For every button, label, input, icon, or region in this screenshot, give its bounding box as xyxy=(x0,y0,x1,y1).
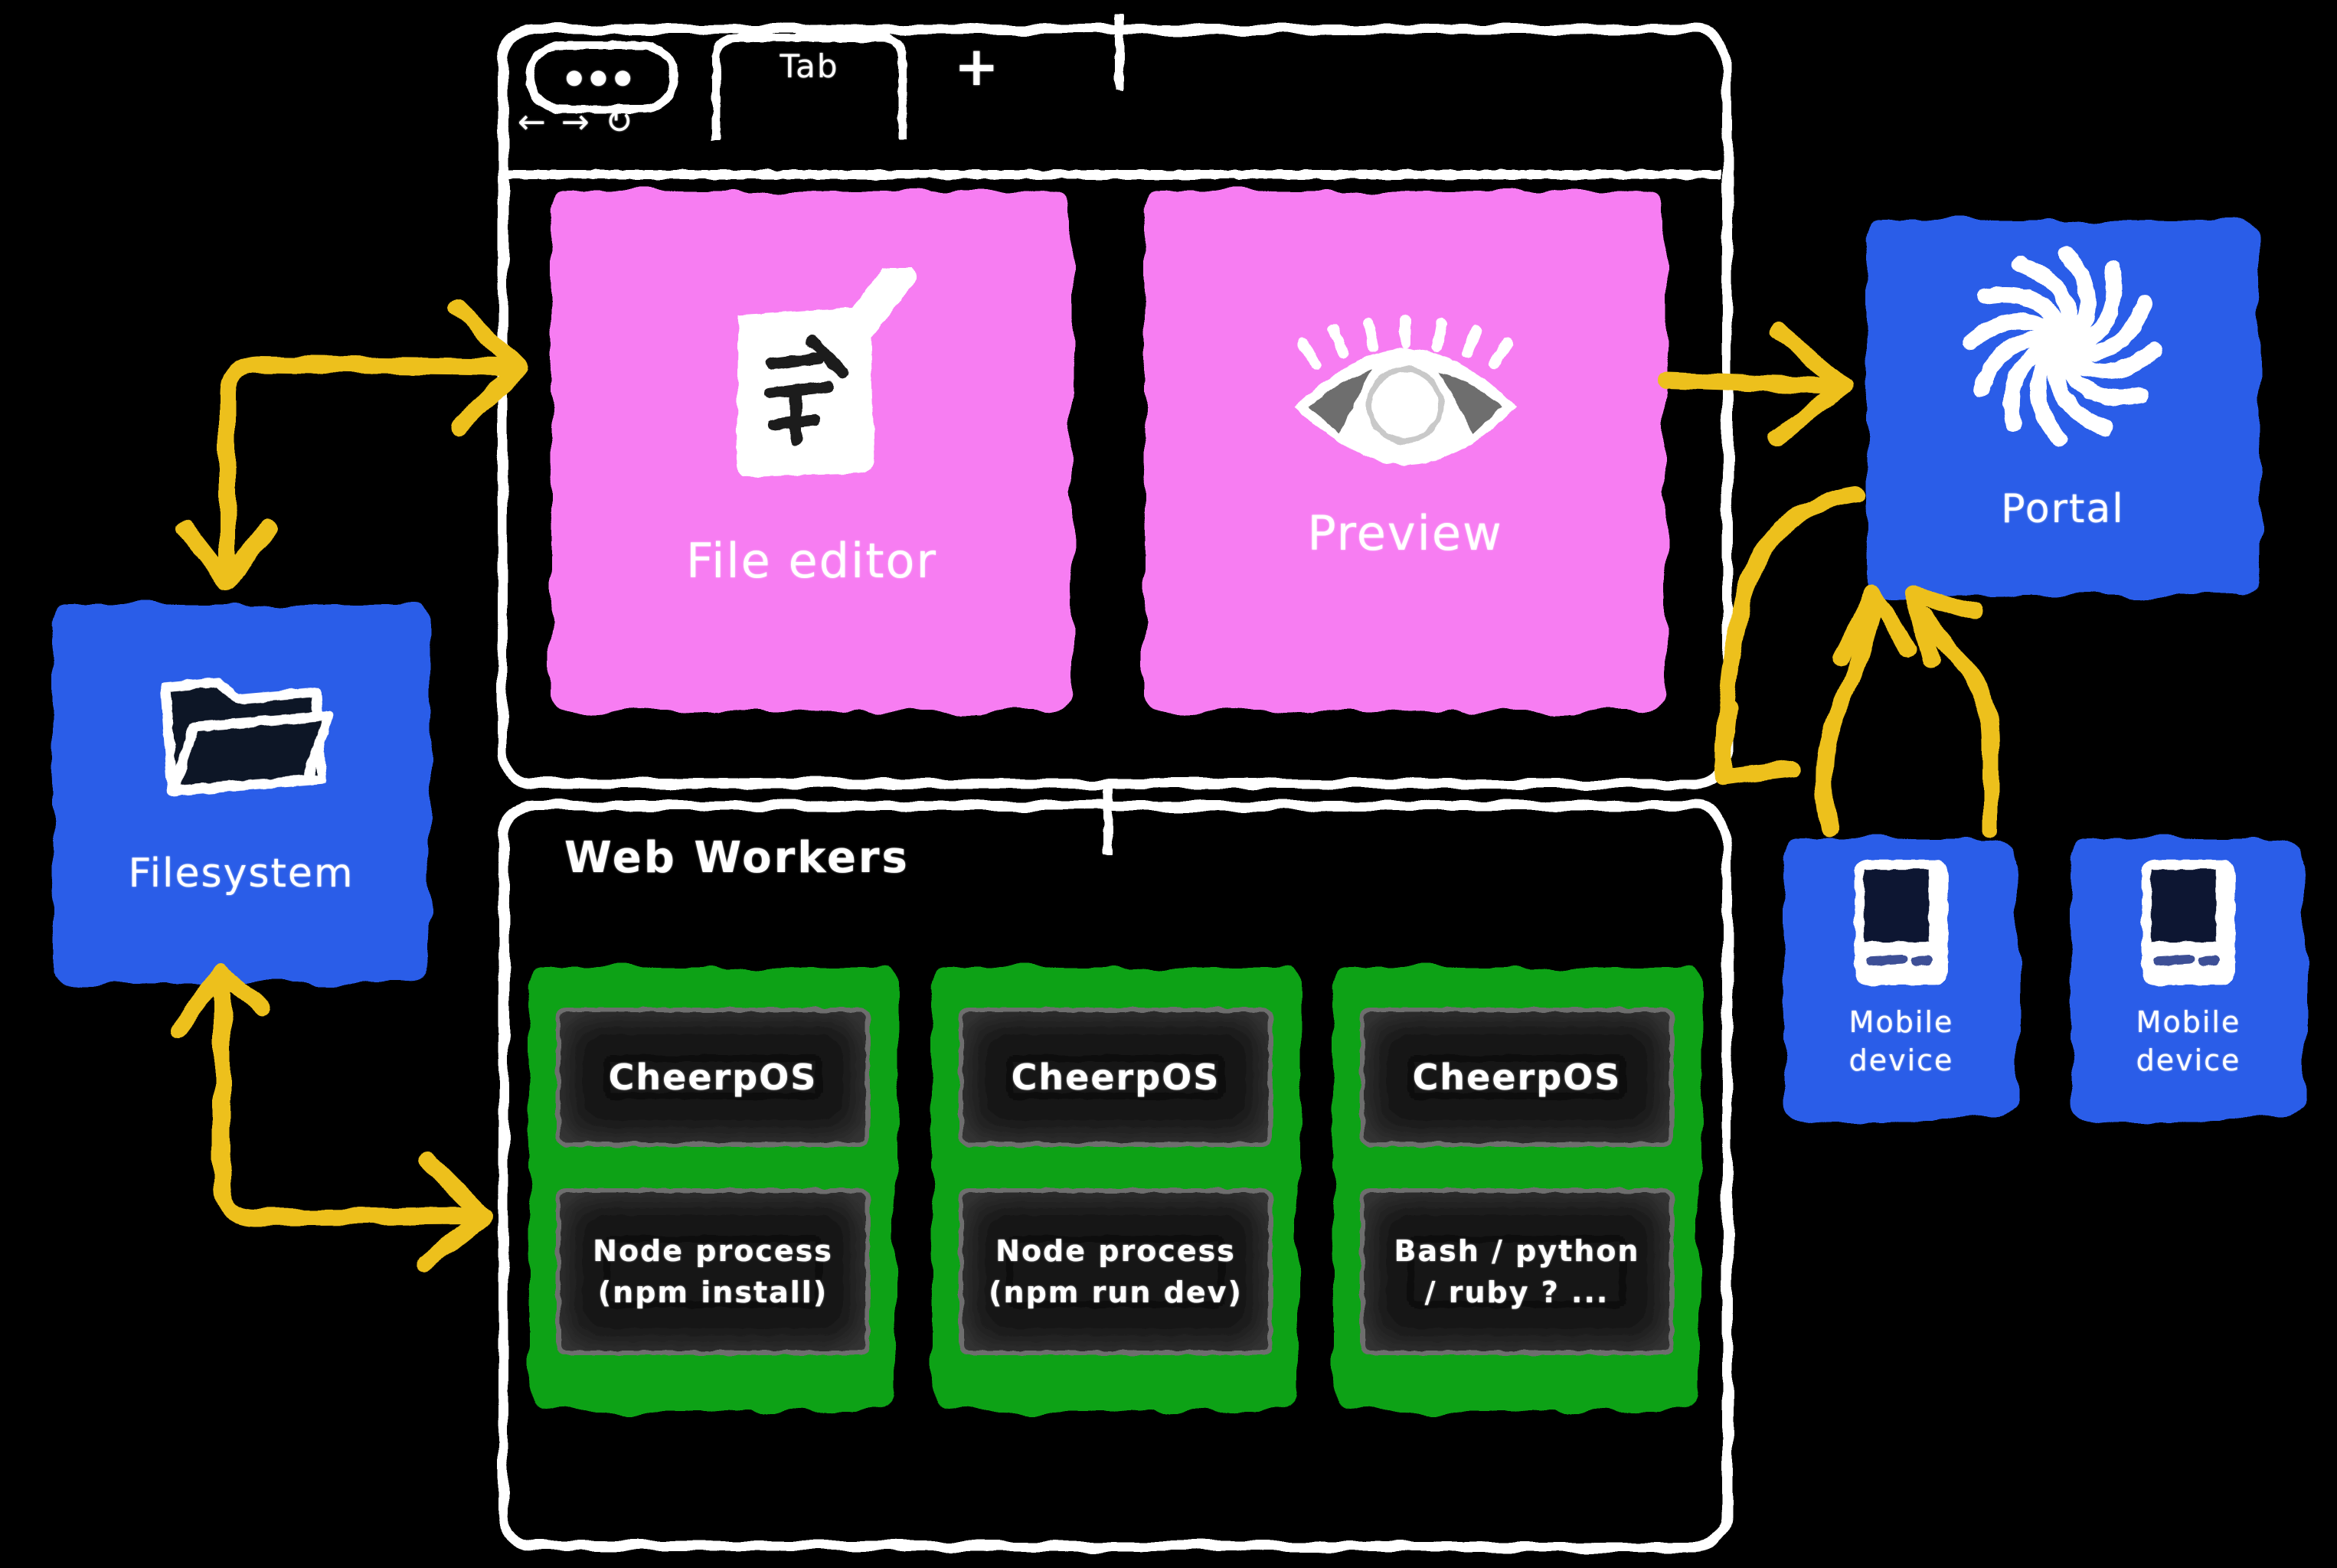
browser-window: ●●● Tab + ← → ↻ File editor xyxy=(498,14,1732,789)
process-3-line2: / ruby ? ... xyxy=(1424,1276,1610,1309)
cheerpos-box-2: CheerpOS xyxy=(959,1008,1273,1147)
mobile-device-2-label-line2: device xyxy=(2136,1044,2241,1077)
process-2-line1: Node process xyxy=(995,1234,1236,1268)
preview-label: Preview xyxy=(1307,505,1503,561)
process-box-1: Node process (npm install) xyxy=(556,1188,870,1355)
process-1-line2: (npm install) xyxy=(597,1276,829,1309)
traffic-lights-icon[interactable]: ●●● xyxy=(565,66,639,89)
portal-box: Portal xyxy=(1867,220,2259,596)
file-editor-panel[interactable]: File editor xyxy=(551,191,1072,710)
portal-label: Portal xyxy=(2001,485,2125,532)
arrow-filesystem-browser xyxy=(175,299,526,590)
mobile-device-1-label-line2: device xyxy=(1848,1044,1954,1077)
swirl-icon xyxy=(1959,243,2166,449)
worker-card-1: CheerpOS Node process (npm install) xyxy=(529,968,897,1412)
mobile-phone-icon xyxy=(2142,860,2235,985)
process-3-line1: Bash / python xyxy=(1394,1234,1640,1268)
forward-icon[interactable]: → xyxy=(561,103,591,142)
mobile-device-1-box: Mobile device xyxy=(1784,839,2018,1119)
filesystem-box: Filesystem xyxy=(53,605,430,983)
process-box-3: Bash / python / ruby ? ... xyxy=(1360,1188,1674,1355)
web-workers-top-tick xyxy=(1103,787,1113,854)
mobile-phone-icon xyxy=(1855,860,1948,985)
arrow-mobile-2-portal xyxy=(1905,586,1999,838)
arrow-portal-web-workers xyxy=(1714,485,1866,786)
cheerpos-label-3: CheerpOS xyxy=(1412,1057,1622,1098)
reload-icon[interactable]: ↻ xyxy=(604,103,635,142)
mobile-device-2-box: Mobile device xyxy=(2071,839,2306,1119)
preview-panel[interactable]: Preview xyxy=(1145,191,1665,710)
cheerpos-box-1: CheerpOS xyxy=(556,1008,870,1147)
chrome-separator xyxy=(508,170,1721,179)
cheerpos-label-2: CheerpOS xyxy=(1011,1057,1221,1098)
filesystem-label: Filesystem xyxy=(128,850,355,897)
worker-card-3: CheerpOS Bash / python / ruby ? ... xyxy=(1333,968,1701,1412)
eye-icon xyxy=(1293,314,1517,466)
web-workers-title: Web Workers xyxy=(564,833,910,883)
arrow-mobile-1-portal xyxy=(1816,583,1917,838)
folder-icon xyxy=(160,676,334,796)
browser-tab[interactable] xyxy=(712,34,907,140)
new-tab-button[interactable]: + xyxy=(954,35,1001,98)
browser-tab-label: Tab xyxy=(780,47,839,85)
cheerpos-box-3: CheerpOS xyxy=(1360,1008,1674,1147)
process-box-2: Node process (npm run dev) xyxy=(959,1188,1273,1355)
worker-card-2: CheerpOS Node process (npm run dev) xyxy=(932,968,1299,1412)
process-1-line1: Node process xyxy=(593,1234,833,1268)
traffic-lights-pill xyxy=(525,41,678,113)
arrow-filesystem-web-workers xyxy=(171,965,492,1272)
web-workers-window: Web Workers CheerpOS Node process (npm i… xyxy=(498,787,1732,1551)
top-border-tick xyxy=(1115,14,1124,90)
document-pencil-icon xyxy=(736,267,916,477)
process-2-line2: (npm run dev) xyxy=(989,1276,1243,1309)
mobile-device-2-label-line1: Mobile xyxy=(2136,1005,2241,1039)
cheerpos-label-1: CheerpOS xyxy=(608,1057,818,1098)
back-icon[interactable]: ← xyxy=(518,103,547,142)
file-editor-label: File editor xyxy=(686,532,937,589)
browser-nav-controls: ← → ↻ xyxy=(518,103,649,142)
mobile-device-1-label-line1: Mobile xyxy=(1848,1005,1954,1039)
